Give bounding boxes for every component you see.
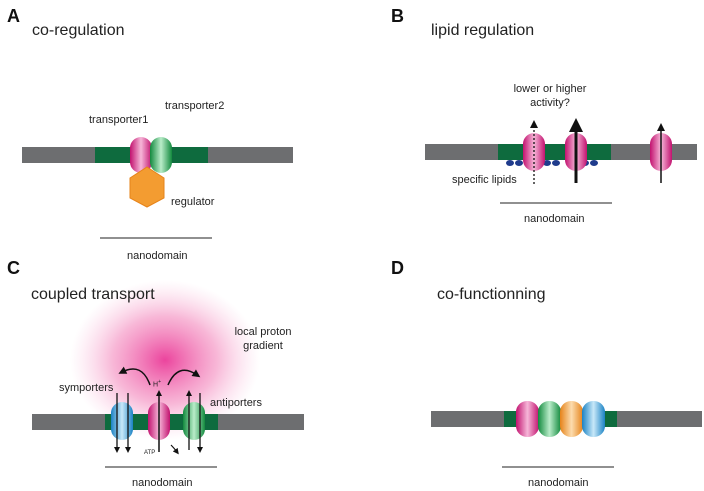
panel-d-title: co-functionning bbox=[437, 286, 546, 303]
proton-charge: + bbox=[158, 379, 161, 385]
transporter-green bbox=[538, 401, 561, 437]
panel-c-graphic bbox=[32, 280, 304, 468]
atp-arrow bbox=[170, 444, 179, 455]
panel-d-letter: D bbox=[391, 258, 404, 278]
gradient-label-line2: gradient bbox=[243, 340, 283, 352]
transporter1-label: transporter1 bbox=[89, 114, 149, 126]
proton-curve-left bbox=[118, 366, 151, 386]
symporter bbox=[111, 402, 133, 440]
nanodomain-region bbox=[498, 144, 611, 160]
gradient-label-line1: local proton bbox=[234, 326, 292, 338]
panel-c-title: coupled transport bbox=[31, 286, 155, 303]
activity-question-line1: lower or higher bbox=[513, 83, 587, 95]
activity-question-line2: activity? bbox=[530, 97, 570, 109]
panel-a-title: co-regulation bbox=[32, 22, 125, 39]
transporter-orange bbox=[560, 401, 583, 437]
nanodomain-label: nanodomain bbox=[127, 250, 188, 262]
symporters-label: symporters bbox=[59, 382, 114, 394]
nanodomain-label: nanodomain bbox=[132, 477, 193, 489]
nanodomain-label: nanodomain bbox=[524, 213, 585, 225]
panel-c-letter: C bbox=[7, 258, 20, 278]
proton-curve-right bbox=[167, 369, 201, 386]
specific-lipids-label: specific lipids bbox=[452, 174, 517, 186]
panel-a-letter: A bbox=[7, 6, 20, 26]
nanodomain-label: nanodomain bbox=[528, 477, 589, 489]
antiporter bbox=[183, 402, 205, 440]
transporter2 bbox=[150, 137, 172, 173]
transporter1 bbox=[130, 137, 152, 173]
proton-label: H+ bbox=[153, 379, 161, 388]
antiporters-label: antiporters bbox=[210, 397, 262, 409]
panel-b-letter: B bbox=[391, 6, 404, 26]
regulator-label: regulator bbox=[171, 196, 215, 208]
panel-a-graphic bbox=[22, 137, 293, 239]
atp-label: ATP bbox=[144, 450, 156, 456]
proton-symbol: H bbox=[153, 381, 159, 389]
regulator-shape bbox=[129, 166, 165, 208]
panel-d-graphic bbox=[431, 401, 702, 468]
panel-b-graphic bbox=[425, 118, 697, 204]
transporter2-label: transporter2 bbox=[165, 100, 225, 112]
transporter-pink bbox=[516, 401, 539, 437]
panel-b-title: lipid regulation bbox=[431, 22, 535, 39]
transporter-blue bbox=[582, 401, 605, 437]
